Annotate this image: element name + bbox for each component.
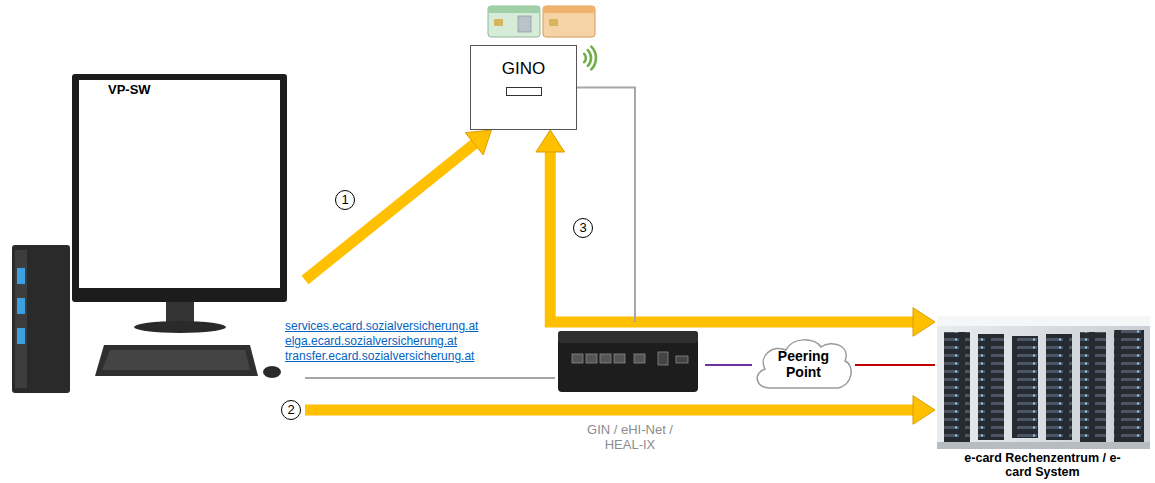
url-link: transfer.ecard.sozialversicherung.at [285,349,474,364]
router-port [658,352,668,365]
device-box: GINO [470,45,577,130]
url-link: services.ecard.sozialversicherung.at [285,319,478,334]
ecard-chip [494,19,503,26]
server-rack [1012,336,1038,438]
router-port [572,354,583,363]
ecard-green [488,6,540,37]
node-text: GIN / eHI-Net / HEAL-IX [574,422,686,452]
pc-led [17,298,25,314]
node-text: e-card Rechenzentrum / e-card System [960,452,1125,479]
server-rack [1046,334,1072,440]
pc-led [17,268,25,284]
node-text: Peering Point [768,348,840,380]
monitor-bezel [72,74,287,302]
wireless-icon [584,47,596,70]
url-link: elga.ecard.sozialversicherung.at [285,334,457,349]
network-line [577,88,635,323]
mouse [263,366,281,378]
ecard-stripe [488,6,540,13]
callout-number: 3 [573,218,593,238]
server-rack [944,332,970,442]
router-top [558,331,698,343]
router-port [676,356,688,363]
callout-number: 2 [281,400,301,420]
arrow-head [536,130,565,152]
datacenter-ceiling [937,316,1150,326]
monitor-base [134,321,226,333]
flow-arrow [550,149,916,322]
datacenter-room [937,316,1150,449]
ecard-orange [543,6,595,37]
monitor-screen [79,80,280,288]
keyboard [95,345,258,376]
pc-tower [12,245,70,393]
datacenter-illustration [937,316,1150,449]
cloud-shape [757,340,851,388]
wireless-arc [591,47,596,70]
router-illustration [558,331,698,392]
server-rack [1114,330,1144,444]
router-body [558,331,698,392]
connector-group [305,396,935,425]
connector-group [855,364,935,365]
pc-tower-front [15,250,27,388]
server-rack [978,334,1004,440]
keyboard-keys [102,350,250,370]
router-port [614,354,625,363]
router-port [634,354,645,363]
network-line [705,364,752,366]
flow-arrow [305,142,477,280]
node-text: VP-SW [108,82,151,97]
wireless-arc [584,54,586,62]
ecard-stripe [543,6,595,13]
card-slot [506,87,542,96]
ecard-photo [518,16,531,32]
computer-illustration [12,74,287,393]
datacenter-box: e-card Rechenzentrum / e-card System [935,315,1150,480]
connector-group [536,130,935,336]
network-line [305,377,555,379]
router-port [586,354,597,363]
network-line [855,364,935,366]
arrow-head [465,130,491,155]
callout-number: 1 [335,190,355,210]
flow-arrow [305,404,916,415]
arrow-head [913,396,935,425]
router-box: GIN / eHI-Net / HEAL-IX [555,322,705,454]
connector-group [305,377,555,378]
cloud-box: Peering Point [752,335,855,392]
connector-group [705,364,752,365]
wireless-arc [588,50,591,66]
ecard-chip [549,19,558,26]
datacenter-floor [937,442,1150,449]
pc-led [17,328,25,344]
connector-group [577,88,635,323]
ecard-images [488,6,595,37]
monitor-stand [166,302,194,324]
router-port [600,354,611,363]
server-rack [1080,332,1106,442]
node-text: GINO [502,59,545,79]
computer-box: VP-SW [8,70,305,420]
arrow-head [913,308,935,337]
connector-group [305,130,491,280]
